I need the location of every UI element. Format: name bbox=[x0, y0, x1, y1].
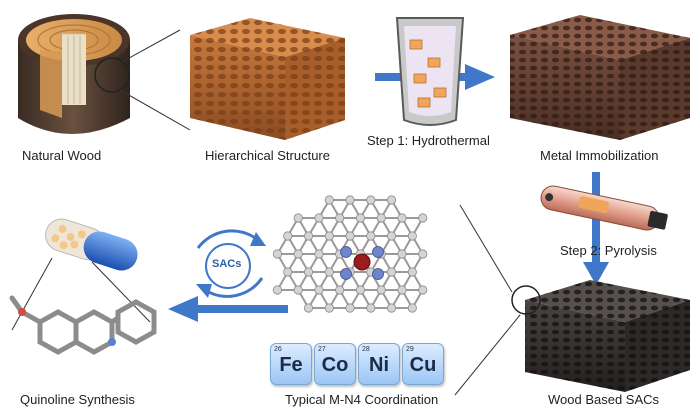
carbon-atom bbox=[345, 195, 355, 205]
nitrogen-atom bbox=[340, 268, 352, 280]
carbon-atom bbox=[418, 285, 428, 295]
carbon-atom bbox=[324, 267, 334, 277]
carbon-atom bbox=[314, 213, 324, 223]
label-step2: Step 2: Pyrolysis bbox=[560, 243, 657, 258]
mn4-lattice bbox=[272, 195, 428, 313]
zoom-line-sac-bottom bbox=[454, 314, 521, 396]
carbon-atom bbox=[386, 231, 397, 241]
carbon-atom bbox=[314, 285, 324, 295]
carbon-atom bbox=[283, 231, 293, 241]
sacs-cycle bbox=[196, 229, 266, 298]
zoom-line-sac-top bbox=[459, 204, 513, 293]
carbon-atom bbox=[366, 303, 376, 313]
product-arrow bbox=[168, 296, 288, 322]
element-symbol: Cu bbox=[409, 354, 437, 376]
atomic-number: 28 bbox=[362, 346, 370, 353]
carbon-atom bbox=[303, 267, 314, 277]
carbon-atom bbox=[345, 303, 355, 313]
carbon-atom bbox=[355, 213, 366, 223]
carbon-atom bbox=[355, 285, 366, 295]
carbon-atom bbox=[407, 267, 417, 277]
sacs-badge: SACs bbox=[212, 258, 242, 270]
carbon-atom bbox=[303, 303, 314, 313]
carbon-atom bbox=[397, 285, 407, 295]
carbon-atom bbox=[324, 231, 334, 241]
label-natural-wood: Natural Wood bbox=[22, 148, 102, 163]
carbon-atom bbox=[376, 285, 386, 295]
element-tile-ni: 28 Ni bbox=[358, 343, 400, 385]
hierarchical-block bbox=[190, 18, 345, 140]
label-metal-immobilization: Metal Immobilization bbox=[540, 148, 659, 163]
carbon-atom bbox=[293, 213, 303, 223]
atomic-number: 26 bbox=[274, 346, 282, 353]
carbon-atom bbox=[366, 231, 376, 241]
carbon-atom bbox=[293, 249, 303, 259]
hydrothermal-vessel bbox=[395, 17, 465, 126]
carbon-atom bbox=[324, 195, 334, 205]
label-hierarchical-structure: Hierarchical Structure bbox=[205, 148, 330, 163]
element-symbol: Co bbox=[321, 354, 349, 376]
nitrogen-atom bbox=[372, 268, 384, 280]
carbon-atom bbox=[376, 213, 386, 223]
carbon-atom bbox=[293, 285, 303, 295]
element-symbol: Ni bbox=[369, 354, 389, 376]
carbon-atom bbox=[418, 213, 428, 223]
carbon-atom bbox=[335, 285, 345, 295]
metal-atom bbox=[353, 253, 371, 271]
carbon-atom bbox=[324, 303, 334, 313]
wood-sacs-block bbox=[511, 280, 690, 392]
carbon-atom bbox=[386, 195, 397, 205]
metal-immobilization-block bbox=[510, 15, 690, 140]
carbon-atom bbox=[386, 303, 397, 313]
carbon-atom bbox=[386, 267, 397, 277]
carbon-atom bbox=[272, 285, 283, 295]
zoom-line-top bbox=[121, 29, 181, 63]
step2-arrow bbox=[583, 172, 609, 285]
quinoline-molecule bbox=[9, 295, 157, 355]
carbon-atom bbox=[407, 231, 417, 241]
nitrogen-atom bbox=[340, 246, 352, 258]
carbon-atom bbox=[397, 213, 407, 223]
carbon-atom bbox=[335, 213, 345, 223]
nitrogen-atom bbox=[372, 246, 384, 258]
element-tile-cu: 29 Cu bbox=[402, 343, 444, 385]
carbon-atom bbox=[314, 249, 324, 259]
element-tile-co: 27 Co bbox=[314, 343, 356, 385]
zoom-line-bottom bbox=[119, 89, 191, 131]
zoom-line-pill-left bbox=[11, 257, 53, 331]
label-coordination: Typical M-N4 Coordination bbox=[285, 392, 439, 407]
carbon-atom bbox=[345, 231, 355, 241]
carbon-atom bbox=[418, 249, 428, 259]
carbon-atom bbox=[407, 303, 417, 313]
carbon-atom bbox=[272, 249, 283, 259]
carbon-atom bbox=[303, 231, 314, 241]
carbon-atom bbox=[397, 249, 407, 259]
element-symbol: Fe bbox=[279, 354, 303, 376]
label-wood-sacs: Wood Based SACs bbox=[548, 392, 660, 407]
natural-wood-log bbox=[18, 14, 130, 134]
pyrolysis-tube bbox=[540, 185, 668, 231]
capsule-pill bbox=[45, 218, 138, 271]
element-tile-fe: 26 Fe bbox=[270, 343, 312, 385]
atomic-number: 29 bbox=[406, 346, 414, 353]
atomic-number: 27 bbox=[318, 346, 326, 353]
label-step1: Step 1: Hydrothermal bbox=[367, 133, 490, 148]
carbon-atom bbox=[283, 267, 293, 277]
zoom-line-pill-right bbox=[91, 261, 151, 323]
carbon-atom bbox=[366, 195, 376, 205]
label-quinoline: Quinoline Synthesis bbox=[20, 392, 135, 407]
